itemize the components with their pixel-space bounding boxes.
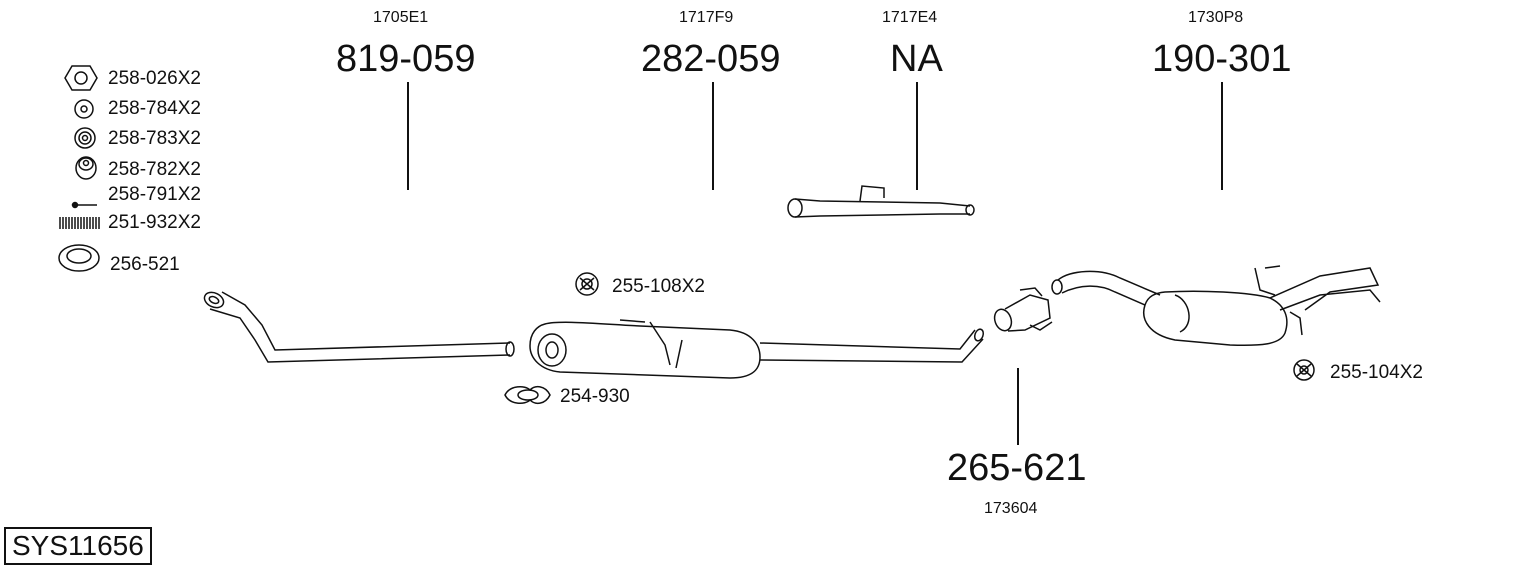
washer-icon — [74, 99, 94, 119]
leader-line — [712, 82, 714, 190]
hardware-label-washer: 258-784X2 — [108, 98, 201, 119]
hardware-label-gasket: 256-521 — [110, 254, 180, 275]
oe-number-front-pipe: 1705E1 — [373, 9, 429, 26]
hardware-label-spring: 251-932X2 — [108, 212, 201, 233]
hardware-label-spring-washer: 258-783X2 — [108, 128, 201, 149]
spring-icon — [59, 217, 100, 229]
part-number-connector: 265-621 — [947, 447, 1087, 489]
diagram-code: SYS11656 — [4, 527, 152, 565]
part-number-front-pipe: 819-059 — [336, 38, 476, 80]
hardware-label-bolt: 258-791X2 — [108, 184, 201, 205]
hex-nut-icon — [64, 65, 98, 91]
leader-line — [407, 82, 409, 190]
clamp-icon — [504, 385, 551, 405]
hanger-front-label: 255-108X2 — [612, 276, 705, 297]
leader-line — [1221, 82, 1223, 190]
hardware-label-nut: 258-026X2 — [108, 68, 201, 89]
part-number-rear-silencer: 190-301 — [1152, 38, 1292, 80]
gasket-ring-icon — [58, 244, 100, 272]
intermediate-pipe — [787, 185, 975, 218]
hanger-front-icon — [575, 272, 599, 296]
double-washer-icon — [75, 156, 97, 180]
hanger-rear-icon — [1293, 359, 1315, 381]
rear-silencer — [1051, 265, 1381, 347]
hardware-label-double-washer: 258-782X2 — [108, 159, 201, 180]
oe-number-middle-silencer: 1717F9 — [679, 9, 734, 26]
leader-line — [1017, 368, 1019, 445]
part-number-middle-silencer: 282-059 — [641, 38, 781, 80]
connector-kit — [993, 287, 1053, 332]
clamp-label: 254-930 — [560, 386, 630, 407]
spring-washer-icon — [74, 127, 96, 149]
leader-line — [916, 82, 918, 190]
hanger-rear-label: 255-104X2 — [1330, 362, 1423, 383]
oe-number-rear-silencer: 1730P8 — [1188, 9, 1244, 26]
part-number-intermediate-pipe: NA — [890, 38, 943, 80]
oe-number-connector: 173604 — [984, 500, 1038, 517]
middle-silencer — [529, 319, 985, 379]
front-pipe — [203, 291, 515, 363]
oe-number-intermediate-pipe: 1717E4 — [882, 9, 938, 26]
bolt-icon — [71, 201, 97, 209]
